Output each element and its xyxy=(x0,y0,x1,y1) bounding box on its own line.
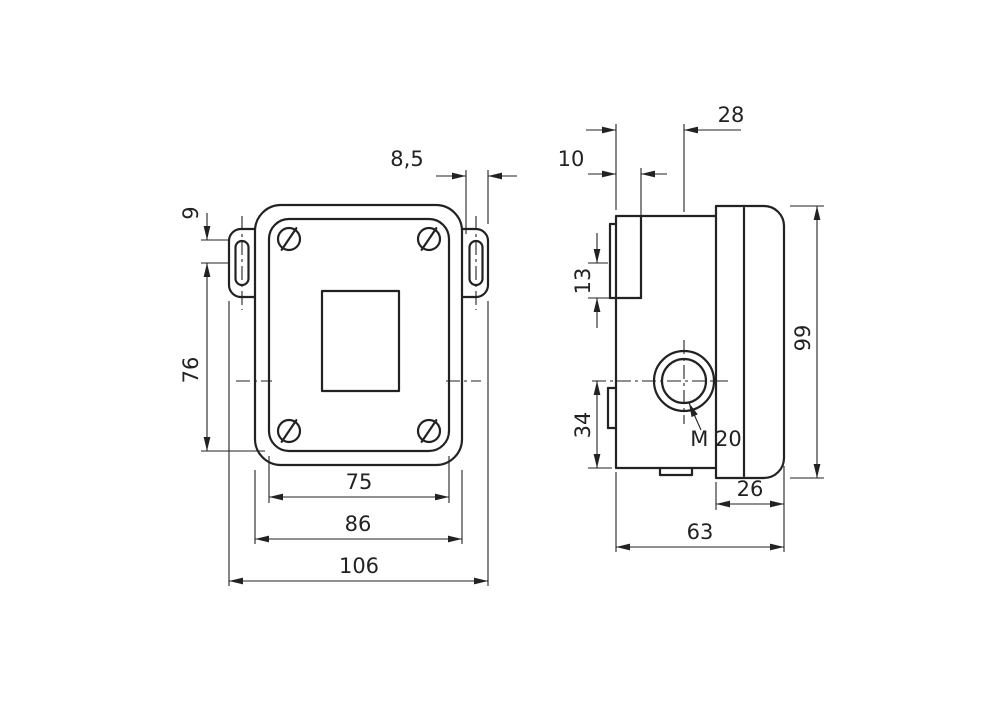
dim-label-ear-bottom: 13 xyxy=(571,268,595,295)
side-view-bottom-tab xyxy=(658,466,694,477)
side-view-left-tab xyxy=(606,386,618,430)
side-view-cover xyxy=(714,204,786,480)
screw-bottom-left xyxy=(276,418,302,444)
dim-label-mount-height: 76 xyxy=(179,357,203,384)
dim-label-cover-depth: 26 xyxy=(737,477,764,501)
screw-bottom-right xyxy=(416,418,442,444)
side-view-mounting-ear xyxy=(608,214,643,300)
front-view: 8,5 9 76 75 86 106 xyxy=(179,147,517,586)
dim-label-inner-width: 75 xyxy=(346,470,373,494)
side-view-centerlines xyxy=(592,340,728,424)
screw-top-right xyxy=(416,226,442,252)
dim-label-body-width: 86 xyxy=(345,512,372,536)
dim-label-gland-offset: 28 xyxy=(718,103,745,127)
side-view: 28 10 13 34 99 26 63 M 20 xyxy=(558,103,824,552)
dim-label-slot-offset: 8,5 xyxy=(390,147,423,171)
front-view-dimensions: 8,5 9 76 75 86 106 xyxy=(179,147,517,586)
front-view-body-outline xyxy=(253,203,464,467)
screw-top-left xyxy=(276,226,302,252)
gland-thread-label: M 20 xyxy=(690,427,742,451)
dim-label-overall-width: 106 xyxy=(339,554,379,578)
front-view-opening xyxy=(320,289,401,393)
dim-label-overall-depth: 63 xyxy=(687,520,714,544)
front-view-centerlines xyxy=(236,216,481,382)
gland-leader-line xyxy=(688,402,702,431)
dim-label-slot-half-length: 9 xyxy=(179,206,203,219)
dim-label-gland-height: 34 xyxy=(571,412,595,439)
side-view-body-outline xyxy=(614,204,786,480)
dim-label-overall-height: 99 xyxy=(791,325,815,352)
side-view-dimensions: 28 10 13 34 99 26 63 M 20 xyxy=(558,103,824,552)
dim-label-wall-thickness: 10 xyxy=(558,147,585,171)
front-view-screws xyxy=(276,226,442,444)
